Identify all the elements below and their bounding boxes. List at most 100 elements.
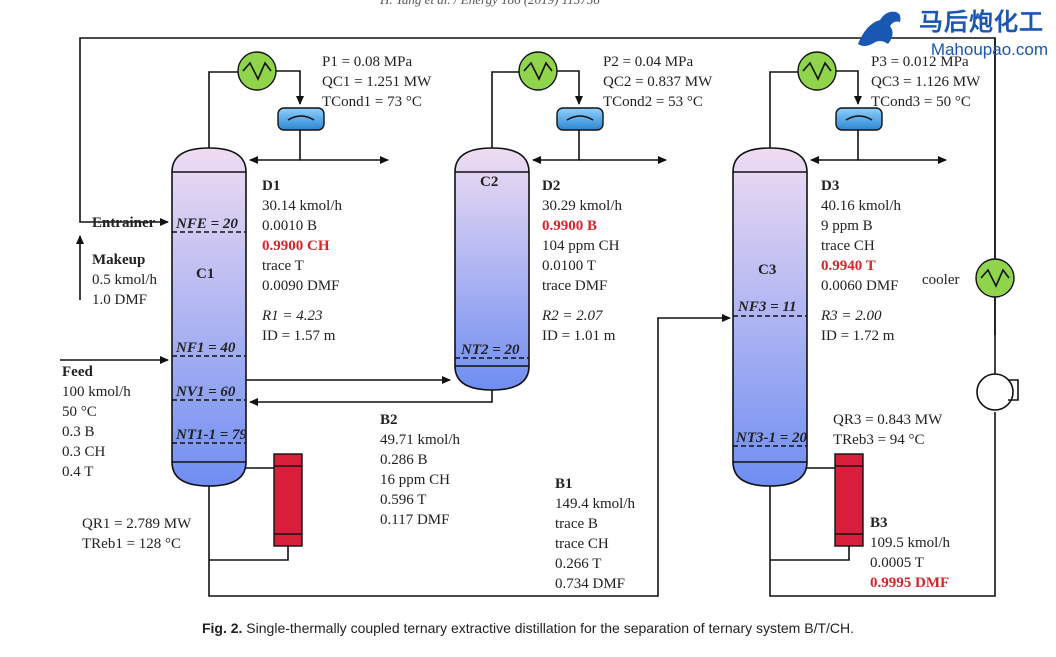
- svg-text:0.0090 DMF: 0.0090 DMF: [262, 278, 340, 294]
- reboiler-1: [273, 453, 303, 547]
- c1-nv1-label: NV1 = 60: [175, 384, 236, 400]
- d3-stream-info: D3 40.16 kmol/h 9 ppm B trace CH 0.9940 …: [820, 178, 902, 344]
- c1-nfe-label: NFE = 20: [175, 216, 238, 232]
- svg-text:0.9900 B: 0.9900 B: [542, 218, 597, 234]
- svg-text:0.286 B: 0.286 B: [380, 452, 428, 468]
- svg-text:QR3 = 0.843 MW: QR3 = 0.843 MW: [833, 412, 943, 428]
- svg-text:0.266 T: 0.266 T: [555, 556, 601, 572]
- cooler-hx: [975, 258, 1015, 298]
- svg-text:1.0 DMF: 1.0 DMF: [92, 292, 147, 308]
- c2-nt-label: NT2 = 20: [460, 342, 520, 358]
- svg-text:0.5 kmol/h: 0.5 kmol/h: [92, 272, 158, 288]
- column-c3: [732, 147, 808, 487]
- svg-text:0.0010 B: 0.0010 B: [262, 218, 317, 234]
- svg-text:B1: B1: [555, 476, 573, 492]
- svg-text:16 ppm CH: 16 ppm CH: [380, 472, 450, 488]
- svg-text:trace B: trace B: [555, 516, 598, 532]
- d2-stream-info: D2 30.29 kmol/h 0.9900 B 104 ppm CH 0.01…: [541, 178, 623, 344]
- entrainer-label: Entrainer: [92, 215, 156, 231]
- svg-text:D2: D2: [542, 178, 560, 194]
- svg-text:149.4 kmol/h: 149.4 kmol/h: [555, 496, 636, 512]
- svg-text:0.4 T: 0.4 T: [62, 464, 93, 480]
- b3-stream-info: B3 109.5 kmol/h 0.0005 T 0.9995 DMF: [870, 515, 951, 591]
- svg-text:50 °C: 50 °C: [62, 404, 97, 420]
- svg-text:QR1 = 2.789 MW: QR1 = 2.789 MW: [82, 516, 192, 532]
- cooler-label: cooler: [922, 272, 959, 288]
- pump: [976, 373, 1019, 411]
- feed-info: Feed 100 kmol/h 50 °C 0.3 B 0.3 CH 0.4 T: [62, 364, 131, 480]
- svg-text:P1 = 0.08 MPa: P1 = 0.08 MPa: [322, 54, 412, 70]
- c3-nf3-label: NF3 = 11: [737, 299, 797, 315]
- reb3-specs: QR3 = 0.843 MW TReb3 = 94 °C: [833, 412, 943, 448]
- svg-text:0.734 DMF: 0.734 DMF: [555, 576, 625, 592]
- svg-text:0.0100 T: 0.0100 T: [542, 258, 596, 274]
- svg-text:0.3 B: 0.3 B: [62, 424, 95, 440]
- svg-text:0.9995 DMF: 0.9995 DMF: [870, 575, 949, 591]
- svg-text:0.9900 CH: 0.9900 CH: [262, 238, 330, 254]
- svg-text:49.71 kmol/h: 49.71 kmol/h: [380, 432, 461, 448]
- svg-text:QC2 = 0.837 MW: QC2 = 0.837 MW: [603, 74, 713, 90]
- cond2-specs: P2 = 0.04 MPa QC2 = 0.837 MW TCond2 = 53…: [603, 54, 713, 110]
- svg-text:0.117 DMF: 0.117 DMF: [380, 512, 449, 528]
- condenser-hx-2: [518, 51, 558, 91]
- c1-nt-label: NT1-1 = 79: [175, 427, 248, 443]
- svg-text:TCond1 = 73 °C: TCond1 = 73 °C: [322, 94, 422, 110]
- reboiler-3: [834, 453, 864, 547]
- b1-transfer-line: [208, 314, 731, 597]
- makeup-info: Makeup 0.5 kmol/h 1.0 DMF: [92, 252, 158, 308]
- c1-nf1-label: NF1 = 40: [175, 340, 236, 356]
- side-liquid-return: [249, 388, 493, 406]
- watermark-cn: 马后炮化工: [919, 8, 1044, 36]
- svg-text:trace T: trace T: [262, 258, 304, 274]
- svg-text:40.16 kmol/h: 40.16 kmol/h: [821, 198, 902, 214]
- horse-logo-icon: [858, 11, 901, 46]
- svg-text:R2 = 2.07: R2 = 2.07: [541, 308, 604, 324]
- page-header: H. Yang et al. / Energy 186 (2019) 11575…: [380, 0, 600, 8]
- svg-text:109.5 kmol/h: 109.5 kmol/h: [870, 535, 951, 551]
- svg-text:0.0060 DMF: 0.0060 DMF: [821, 278, 899, 294]
- b1-stream-info: B1 149.4 kmol/h trace B trace CH 0.266 T…: [555, 476, 636, 592]
- d1-stream-info: D1 30.14 kmol/h 0.0010 B 0.9900 CH trace…: [261, 178, 343, 344]
- svg-text:30.29 kmol/h: 30.29 kmol/h: [542, 198, 623, 214]
- c1-label: C1: [196, 266, 214, 282]
- condenser-hx-1: [237, 51, 277, 91]
- c1-vapor-line: [208, 71, 238, 148]
- c3-nt-label: NT3-1 = 20: [735, 430, 808, 446]
- reflux-line-1: [249, 130, 301, 164]
- svg-text:Feed: Feed: [62, 364, 93, 380]
- reb1-specs: QR1 = 2.789 MW TReb1 = 128 °C: [82, 516, 192, 552]
- figure-caption: Fig. 2. Single-thermally coupled ternary…: [0, 620, 1056, 636]
- svg-text:QC1 = 1.251 MW: QC1 = 1.251 MW: [322, 74, 432, 90]
- svg-text:0.3 CH: 0.3 CH: [62, 444, 106, 460]
- svg-text:Makeup: Makeup: [92, 252, 145, 268]
- process-flow-diagram: C1 C2 C3 NFE = 20 NF1 = 40 NV1 = 60 NT1-…: [60, 37, 1019, 597]
- svg-text:ID = 1.72 m: ID = 1.72 m: [821, 328, 895, 344]
- svg-text:TReb3 = 94 °C: TReb3 = 94 °C: [833, 432, 925, 448]
- svg-text:P2 = 0.04 MPa: P2 = 0.04 MPa: [603, 54, 693, 70]
- reflux-drum-3: [835, 107, 883, 131]
- svg-text:ID = 1.57 m: ID = 1.57 m: [262, 328, 336, 344]
- reflux-drum-2: [556, 107, 604, 131]
- svg-text:30.14 kmol/h: 30.14 kmol/h: [262, 198, 343, 214]
- svg-text:9 ppm B: 9 ppm B: [821, 218, 873, 234]
- svg-text:P3 = 0.012 MPa: P3 = 0.012 MPa: [871, 54, 969, 70]
- svg-text:0.596 T: 0.596 T: [380, 492, 426, 508]
- svg-text:trace CH: trace CH: [555, 536, 609, 552]
- svg-text:TReb1 = 128 °C: TReb1 = 128 °C: [82, 536, 181, 552]
- watermark-logo: 马后炮化工 Mahoupao.com: [842, 2, 1052, 62]
- svg-text:R3 = 2.00: R3 = 2.00: [820, 308, 882, 324]
- svg-text:104 ppm CH: 104 ppm CH: [542, 238, 620, 254]
- svg-text:B2: B2: [380, 412, 398, 428]
- column-c2: [454, 147, 530, 391]
- svg-text:QC3 = 1.126 MW: QC3 = 1.126 MW: [871, 74, 981, 90]
- b2-stream-info: B2 49.71 kmol/h 0.286 B 16 ppm CH 0.596 …: [380, 412, 461, 528]
- svg-text:0.9940 T: 0.9940 T: [821, 258, 876, 274]
- caption-prefix: Fig. 2.: [201, 620, 243, 636]
- watermark-en: Mahoupao.com: [930, 40, 1048, 59]
- svg-text:100 kmol/h: 100 kmol/h: [62, 384, 131, 400]
- svg-text:R1 = 4.23: R1 = 4.23: [261, 308, 323, 324]
- svg-text:TCond2 = 53 °C: TCond2 = 53 °C: [603, 94, 703, 110]
- svg-text:TCond3 = 50 °C: TCond3 = 50 °C: [871, 94, 971, 110]
- svg-text:0.0005 T: 0.0005 T: [870, 555, 924, 571]
- svg-text:D1: D1: [262, 178, 280, 194]
